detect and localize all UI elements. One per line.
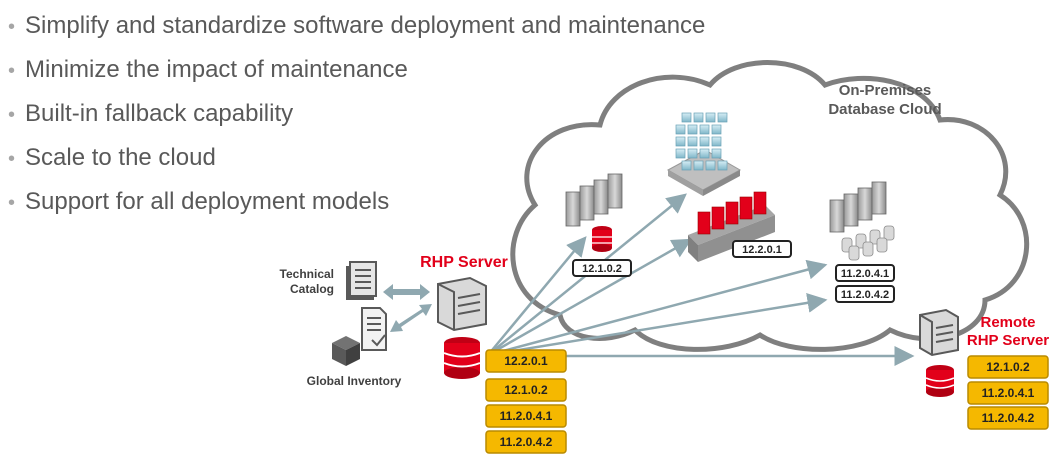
- rhp-version-item: 11.2.0.4.2: [485, 430, 567, 454]
- svg-text:11.2.0.4.1: 11.2.0.4.1: [982, 386, 1035, 400]
- storage-cube-cluster-icon: [666, 112, 742, 196]
- remote-version-item: 11.2.0.4.1: [967, 381, 1049, 405]
- bullet-dot-icon: •: [8, 192, 16, 214]
- bullet-item: • Built-in fallback capability: [8, 92, 705, 136]
- arrow-to-exadata: [487, 238, 693, 357]
- global-inventory-label: Global Inventory: [307, 374, 402, 388]
- svg-text:12.2.0.1: 12.2.0.1: [742, 244, 782, 256]
- deployment-arrows: [487, 193, 915, 366]
- bullet-item: • Simplify and standardize software deplo…: [8, 4, 705, 48]
- rhp-version-item: 12.1.0.2: [485, 378, 567, 402]
- bullet-dot-icon: •: [8, 148, 16, 170]
- svg-text:12.1.0.2: 12.1.0.2: [582, 263, 622, 275]
- catalog-server-double-arrow-icon: [383, 284, 430, 300]
- bullet-text: Support for all deployment models: [25, 188, 390, 215]
- remote-version-item: 12.1.0.2: [967, 355, 1049, 379]
- remote-version-item: 11.2.0.4.2: [967, 406, 1049, 430]
- bullet-dot-icon: •: [8, 60, 16, 82]
- rhp-version-item: 11.2.0.4.1: [485, 404, 567, 428]
- svg-text:11.2.0.4.1: 11.2.0.4.1: [500, 409, 553, 423]
- bullet-text: Simplify and standardize software deploy…: [25, 12, 706, 39]
- rhp-server-icon: [437, 276, 487, 332]
- cloud-version-right-1: 11.2.0.4.1: [835, 264, 895, 282]
- inventory-server-double-arrow-icon: [390, 304, 432, 332]
- svg-text:12.1.0.2: 12.1.0.2: [504, 383, 548, 397]
- cloud-version-left: 12.1.0.2: [572, 259, 632, 277]
- bullet-text: Built-in fallback capability: [25, 100, 294, 127]
- cloud-shape: [510, 60, 1030, 352]
- svg-text:11.2.0.4.2: 11.2.0.4.2: [982, 411, 1035, 425]
- bullet-item: • Minimize the impact of maintenance: [8, 48, 705, 92]
- svg-text:11.2.0.4.2: 11.2.0.4.2: [841, 289, 889, 301]
- arrow-to-right-cluster-b: [487, 292, 828, 357]
- bullet-item: • Support for all deployment models: [8, 180, 705, 224]
- cloud-version-middle: 12.2.0.1: [732, 240, 792, 258]
- bullet-item: • Scale to the cloud: [8, 136, 705, 180]
- cloud-version-right-2: 11.2.0.4.2: [835, 285, 895, 303]
- cloud-label-line2: Database Cloud: [828, 101, 941, 118]
- remote-version-stack: 12.1.0.2 11.2.0.4.1 11.2.0.4.2: [967, 355, 1049, 430]
- global-inventory-icon: [332, 307, 387, 366]
- technical-catalog-label-line2: Catalog: [290, 282, 334, 296]
- bullet-list: • Simplify and standardize software deplo…: [8, 4, 705, 224]
- arrow-to-right-cluster-a: [487, 259, 828, 357]
- technical-catalog-icon: [346, 261, 377, 300]
- bullet-text: Scale to the cloud: [25, 144, 216, 171]
- svg-text:11.2.0.4.2: 11.2.0.4.2: [500, 435, 553, 449]
- rhp-version-stack: 12.2.0.1 12.1.0.2 11.2.0.4.1 11.2.0.4.2: [485, 349, 567, 454]
- rhp-database-icon: [443, 337, 481, 379]
- cloud-left-server-cluster-icon: [565, 173, 623, 252]
- cloud-label-line1: On-Premises: [839, 82, 932, 99]
- svg-text:12.2.0.1: 12.2.0.1: [504, 354, 548, 368]
- remote-rhp-database-icon: [925, 365, 955, 397]
- technical-catalog-label-line1: Technical: [280, 267, 334, 281]
- remote-rhp-server-icon: [919, 308, 959, 357]
- cloud-right-server-cluster-icon: [829, 181, 895, 261]
- cloud-middle-exadata-icon: [688, 191, 775, 262]
- remote-rhp-label-line1: Remote: [980, 314, 1035, 331]
- rhp-server-label: RHP Server: [420, 254, 508, 271]
- svg-text:11.2.0.4.1: 11.2.0.4.1: [841, 268, 889, 280]
- bullet-text: Minimize the impact of maintenance: [25, 56, 408, 83]
- bullet-dot-icon: •: [8, 104, 16, 126]
- svg-text:12.1.0.2: 12.1.0.2: [986, 360, 1030, 374]
- rhp-version-item: 12.2.0.1: [485, 349, 567, 373]
- remote-rhp-label-line2: RHP Server: [967, 332, 1049, 349]
- bullet-dot-icon: •: [8, 16, 16, 38]
- arrow-to-left-cluster: [487, 236, 587, 356]
